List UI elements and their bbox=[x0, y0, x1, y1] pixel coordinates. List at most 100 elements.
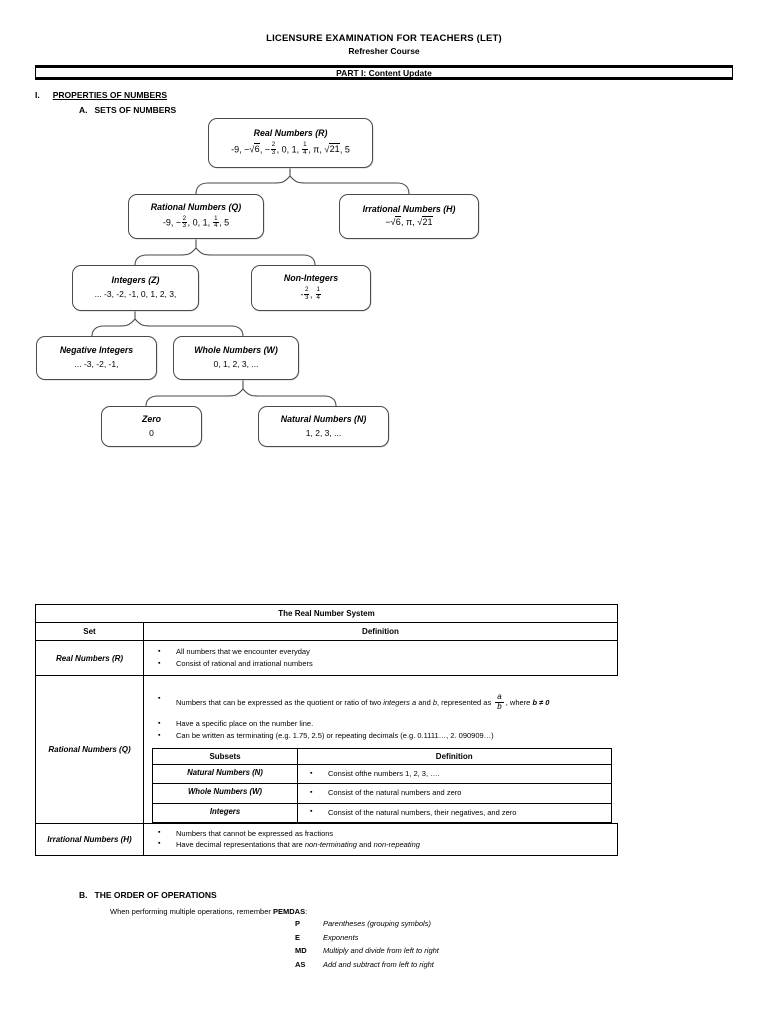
row-set-label: Real Numbers (R) bbox=[35, 639, 144, 677]
pemdas-key: P bbox=[295, 919, 301, 928]
header-title-line1: LICENSURE EXAMINATION FOR TEACHERS (LET) bbox=[266, 33, 502, 44]
subset-definition: Consist of the natural numbers and zero bbox=[297, 783, 612, 804]
table-title: The Real Number System bbox=[35, 604, 618, 623]
list-item: Numbers that can be expressed as the quo… bbox=[152, 692, 612, 712]
node-values: ... -3, -2, -1, 0, 1, 2, 3, bbox=[94, 289, 177, 300]
column-header-subsets: Subsets bbox=[152, 748, 298, 766]
list-item: Have a specific place on the number line… bbox=[152, 719, 612, 729]
table-row-rational-numbers: Rational Numbers (Q) Numbers that can be… bbox=[35, 675, 618, 824]
node-values: 0 bbox=[149, 427, 154, 438]
section-b-label: THE ORDER OF OPERATIONS bbox=[94, 890, 217, 900]
bullet-text-italic2: b bbox=[432, 698, 437, 708]
section-i-number: I. bbox=[35, 90, 40, 100]
node-values: −√6, π, √21 bbox=[385, 216, 433, 228]
bullet-text-pre: Numbers that can be expressed as the quo… bbox=[176, 698, 384, 708]
subset-name: Natural Numbers (N) bbox=[152, 764, 298, 785]
subsets-table: Subsets Definition Natural Numbers (N) C… bbox=[152, 748, 612, 823]
bullet-text-tail: , where bbox=[505, 698, 533, 708]
bullet-condition: b ≠ 0 bbox=[532, 698, 550, 708]
subsets-row-natural: Natural Numbers (N) Consist ofthe number… bbox=[152, 764, 612, 785]
node-title: Negative Integers bbox=[59, 345, 134, 356]
list-item: All numbers that we encounter everyday bbox=[152, 646, 611, 657]
row-definition: All numbers that we encounter everyday C… bbox=[143, 639, 618, 677]
part-banner: PART I: Content Update bbox=[35, 65, 733, 80]
table-title-row: The Real Number System bbox=[35, 604, 618, 623]
pemdas-value: Add and subtract from left to right bbox=[323, 959, 434, 969]
list-item: Consist ofthe numbers 1, 2, 3, …. bbox=[304, 769, 607, 779]
subset-definition: Consist of the natural numbers, their ne… bbox=[297, 802, 612, 823]
node-title: Natural Numbers (N) bbox=[280, 413, 367, 424]
bullet-text-post: , represented as bbox=[437, 698, 494, 708]
diagram-node-negative-integers: Negative Integers ... -3, -2, -1, bbox=[36, 336, 157, 380]
node-values: 0, 1, 2, 3, ... bbox=[213, 359, 259, 370]
subset-name: Integers bbox=[152, 802, 298, 823]
pemdas-value: Multiply and divide from left to right bbox=[323, 946, 439, 955]
row-set-label: Irrational Numbers (H) bbox=[35, 822, 144, 856]
fraction-numerator: a bbox=[495, 692, 504, 703]
table-row-irrational-numbers: Irrational Numbers (H) Numbers that cann… bbox=[35, 822, 618, 856]
node-values: ... -3, -2, -1, bbox=[74, 359, 119, 370]
list-item: Consist of the natural numbers and zero bbox=[304, 788, 607, 798]
part-banner-label: PART I: Content Update bbox=[336, 67, 432, 78]
node-title: Non-Integers bbox=[283, 273, 339, 284]
subsets-row-whole: Whole Numbers (W) Consist of the natural… bbox=[152, 783, 612, 804]
real-number-system-table: The Real Number System Set Definition Re… bbox=[35, 604, 618, 856]
diagram-node-whole-numbers: Whole Numbers (W) 0, 1, 2, 3, ... bbox=[173, 336, 299, 380]
column-header-definition: Definition bbox=[143, 622, 618, 641]
column-header-set: Set bbox=[35, 622, 144, 641]
subset-definition: Consist ofthe numbers 1, 2, 3, …. bbox=[297, 764, 612, 785]
pemdas-item-md: MD Multiply and divide from left to righ… bbox=[295, 946, 439, 955]
pemdas-intro: When performing multiple operations, rem… bbox=[110, 907, 307, 916]
table-row-real-numbers: Real Numbers (R) All numbers that we enc… bbox=[35, 639, 618, 677]
pemdas-value: Exponents bbox=[323, 932, 359, 942]
document-header: LICENSURE EXAMINATION FOR TEACHERS (LET)… bbox=[0, 0, 768, 56]
pemdas-value: Parentheses (grouping symbols) bbox=[323, 919, 431, 928]
bullet-text-mid: and bbox=[356, 839, 374, 849]
section-a-label: SETS OF NUMBERS bbox=[94, 105, 177, 115]
diagram-node-irrational-numbers: Irrational Numbers (H) −√6, π, √21 bbox=[339, 194, 479, 239]
bullet-text-italic: integers a bbox=[383, 698, 417, 708]
pemdas-item-p: P Parentheses (grouping symbols) bbox=[295, 919, 439, 928]
section-heading-order-of-operations: B. THE ORDER OF OPERATIONS bbox=[79, 890, 217, 900]
pemdas-key: MD bbox=[295, 946, 307, 955]
pemdas-acronym: PEMDAS bbox=[273, 907, 306, 916]
column-header-subset-definition: Definition bbox=[297, 748, 612, 766]
pemdas-key: AS bbox=[295, 959, 306, 969]
section-heading-sets-of-numbers: A. SETS OF NUMBERS bbox=[79, 105, 176, 115]
bullet-text-italic: non-terminating bbox=[304, 839, 357, 849]
pemdas-list: P Parentheses (grouping symbols) E Expon… bbox=[295, 919, 439, 973]
diagram-node-zero: Zero 0 bbox=[101, 406, 202, 447]
pemdas-intro-post: : bbox=[305, 907, 308, 916]
list-item: Numbers that cannot be expressed as frac… bbox=[152, 828, 611, 839]
node-title: Whole Numbers (W) bbox=[194, 345, 278, 356]
diagram-node-natural-numbers: Natural Numbers (N) 1, 2, 3, ... bbox=[258, 406, 389, 447]
section-b-number: B. bbox=[79, 890, 88, 900]
section-i-label: PROPERTIES OF NUMBERS bbox=[52, 90, 168, 100]
pemdas-intro-pre: When performing multiple operations, rem… bbox=[110, 907, 273, 916]
subsets-header-row: Subsets Definition bbox=[152, 748, 612, 766]
list-item: Consist of the natural numbers, their ne… bbox=[304, 807, 607, 818]
header-title-line2: Refresher Course bbox=[348, 46, 420, 56]
node-title: Irrational Numbers (H) bbox=[362, 203, 456, 214]
row-definition: Numbers that can be expressed as the quo… bbox=[144, 676, 618, 823]
list-item: Can be written as terminating (e.g. 1.75… bbox=[152, 731, 612, 741]
node-values: 1, 2, 3, ... bbox=[305, 427, 342, 438]
list-item: Have decimal representations that are no… bbox=[152, 839, 611, 850]
node-title: Integers (Z) bbox=[111, 275, 160, 286]
row-definition: Numbers that cannot be expressed as frac… bbox=[143, 822, 618, 856]
diagram-node-integers: Integers (Z) ... -3, -2, -1, 0, 1, 2, 3, bbox=[72, 265, 199, 311]
bullet-text-mid: and bbox=[416, 698, 433, 708]
bullet-text-italic2: non-repeating bbox=[373, 839, 420, 849]
table-header-row: Set Definition bbox=[35, 622, 618, 641]
pemdas-item-e: E Exponents bbox=[295, 933, 439, 942]
pemdas-item-as: AS Add and subtract from left to right bbox=[295, 960, 439, 969]
diagram-connectors bbox=[91, 168, 410, 407]
